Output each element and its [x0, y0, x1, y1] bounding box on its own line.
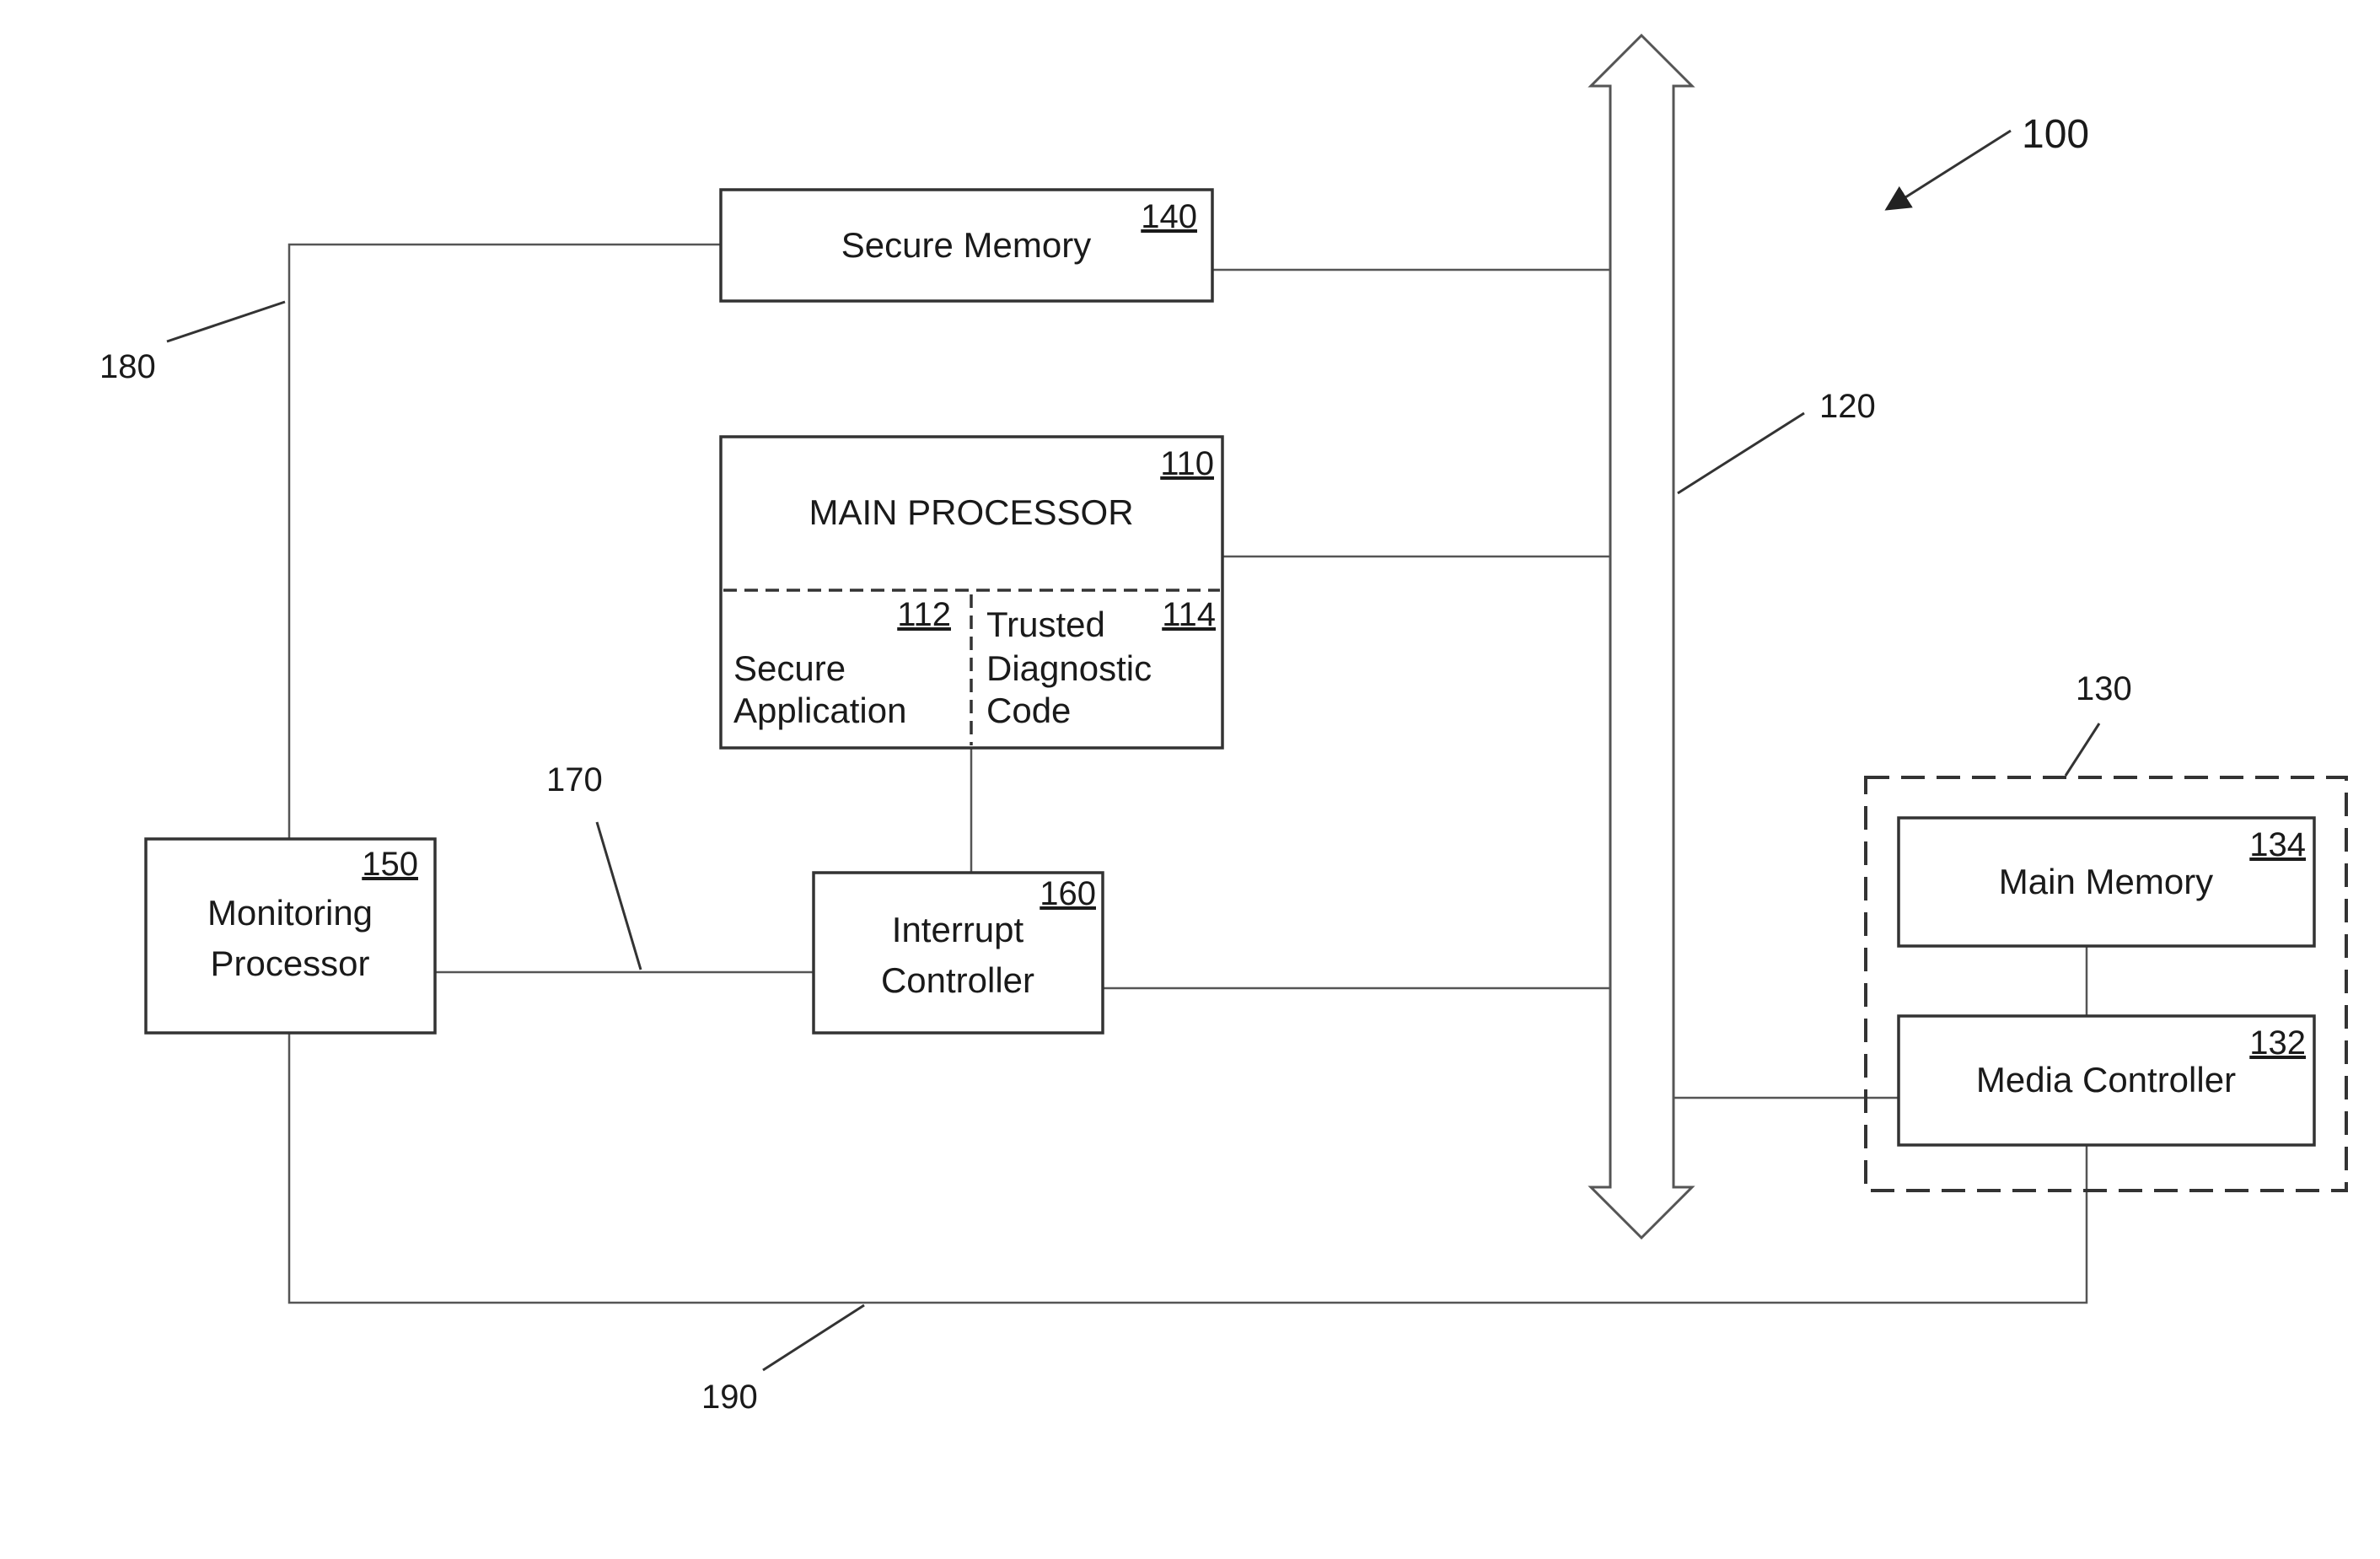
main-processor-block: MAIN PROCESSOR 110 112 Secure Applicatio…: [721, 437, 1222, 748]
monitoring-processor-block: 150 Monitoring Processor: [146, 839, 435, 1033]
figure-pointer-arrow: [1887, 131, 2011, 209]
monitoring-processor-label-line1: Monitoring: [207, 893, 373, 933]
main-memory-ref: 134: [2249, 826, 2306, 863]
bus-ref: 120: [1819, 388, 1876, 425]
figure-number: 100: [2022, 112, 2089, 157]
memory-module-ref: 130: [2076, 670, 2132, 707]
link-180-leader: [167, 302, 285, 341]
secure-memory-ref: 140: [1141, 198, 1197, 235]
trusted-diagnostic-label-line3: Code: [986, 691, 1071, 730]
trusted-diagnostic-label-line1: Trusted: [986, 605, 1105, 644]
link-180-line: [289, 245, 721, 839]
link-180-ref: 180: [99, 348, 156, 385]
main-memory-label: Main Memory: [1999, 862, 2213, 901]
secure-application-label-line2: Application: [733, 691, 906, 730]
link-190-ref: 190: [701, 1379, 758, 1416]
monitoring-processor-ref: 150: [362, 846, 418, 883]
secure-application-ref: 112: [897, 596, 951, 633]
memory-module-group: Main Memory 134 Media Controller 132: [1866, 777, 2346, 1191]
media-controller-ref: 132: [2249, 1024, 2306, 1062]
main-memory-block: Main Memory 134: [1899, 818, 2314, 946]
trusted-diagnostic-ref: 114: [1162, 596, 1216, 633]
media-controller-label: Media Controller: [1976, 1060, 2236, 1099]
bus-double-arrow: [1591, 35, 1692, 1238]
trusted-diagnostic-label-line2: Diagnostic: [986, 648, 1152, 688]
link-190-leader: [763, 1305, 864, 1370]
secure-memory-label: Secure Memory: [841, 225, 1091, 265]
media-controller-block: Media Controller 132: [1899, 1016, 2314, 1145]
interrupt-controller-label-line1: Interrupt: [892, 910, 1024, 949]
link-190-line: [289, 1033, 2087, 1303]
main-processor-label: MAIN PROCESSOR: [809, 492, 1133, 532]
link-170-leader: [597, 822, 641, 970]
monitoring-processor-label-line2: Processor: [210, 943, 369, 983]
bus-leader: [1678, 413, 1804, 493]
reference-annotations: 100 180 120 130 170 190: [99, 112, 2132, 1416]
secure-application-label-line1: Secure: [733, 648, 846, 688]
interrupt-controller-ref: 160: [1040, 875, 1096, 912]
secure-memory-block: Secure Memory 140: [721, 190, 1212, 301]
interrupt-controller-block: 160 Interrupt Controller: [814, 873, 1103, 1033]
main-processor-ref: 110: [1160, 445, 1214, 482]
interrupt-controller-label-line2: Controller: [881, 960, 1034, 1000]
memory-module-leader: [2066, 723, 2099, 776]
link-170-ref: 170: [546, 761, 603, 798]
